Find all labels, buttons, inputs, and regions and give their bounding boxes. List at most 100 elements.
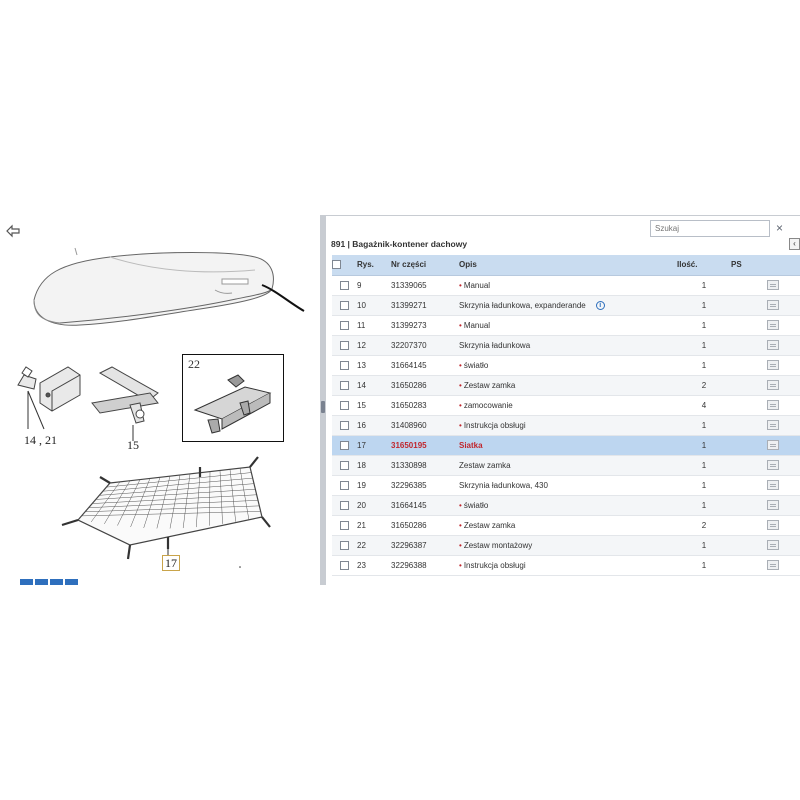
search-clear-icon[interactable]: × [775,221,783,235]
thumbnail-strip[interactable] [20,579,78,585]
ps-cell [731,515,761,536]
part-number-cell[interactable]: 31650286 [391,375,459,396]
splitter-handle[interactable] [321,401,325,413]
add-to-list-icon[interactable] [767,440,779,450]
row-select-cell [332,535,357,556]
part-number-cell[interactable]: 31399271 [391,295,459,316]
part-number-cell[interactable]: 32207370 [391,335,459,356]
mounting-clamp-drawing [91,366,159,424]
column-header-quantity[interactable]: Ilość. [677,255,731,276]
pane-splitter[interactable] [320,215,326,585]
part-number-cell[interactable]: 31650286 [391,515,459,536]
inset-detail-box: 22 [182,354,284,442]
part-number-cell[interactable]: 31664145 [391,495,459,516]
select-all-checkbox[interactable] [332,260,341,270]
ps-cell [731,555,761,576]
part-number-cell[interactable]: 31650283 [391,395,459,416]
add-to-list-icon[interactable] [767,520,779,530]
row-checkbox[interactable] [340,320,349,330]
part-number-cell[interactable]: 31664145 [391,355,459,376]
add-to-list-icon[interactable] [767,460,779,470]
add-to-list-icon[interactable] [767,420,779,430]
cable-drawing [261,284,305,312]
part-number-cell[interactable]: 31339065 [391,275,459,296]
row-checkbox[interactable] [340,300,349,310]
column-header-ps[interactable]: PS [731,255,761,276]
thumbnail[interactable] [50,579,63,585]
add-to-list-icon[interactable] [767,280,779,290]
row-checkbox[interactable] [340,280,349,290]
quantity-cell: 1 [677,455,731,476]
description-text: światło [463,500,489,510]
part-number-cell[interactable]: 32296388 [391,555,459,576]
add-to-list-icon[interactable] [767,400,779,410]
add-to-list-icon[interactable] [767,560,779,570]
search-input[interactable] [650,220,770,237]
row-checkbox[interactable] [340,480,349,490]
ps-cell [731,335,761,356]
callout-17[interactable]: 17 [162,555,180,571]
callout-14-21[interactable]: 14 , 21 [24,433,57,447]
column-header-part-number[interactable]: Nr części [391,255,459,276]
back-arrow-icon[interactable] [5,223,21,239]
row-checkbox[interactable] [340,360,349,370]
parts-list-pane: × 891 | Bagażnik-kontener dachowy ‹ Rys.… [326,215,800,585]
add-to-list-icon[interactable] [767,380,779,390]
part-number-cell[interactable]: 31650195 [391,435,459,456]
quantity-cell: 2 [677,375,731,396]
callout-22[interactable]: 22 [188,357,200,371]
row-checkbox[interactable] [340,500,349,510]
add-to-list-icon[interactable] [767,500,779,510]
action-cell [761,295,800,316]
action-cell [761,555,800,576]
thumbnail[interactable] [65,579,78,585]
action-cell [761,395,800,416]
action-cell [761,495,800,516]
row-checkbox[interactable] [340,340,349,350]
row-checkbox[interactable] [340,440,349,450]
add-to-list-icon[interactable] [767,480,779,490]
thumbnail[interactable] [20,579,33,585]
part-number-cell[interactable]: 31408960 [391,415,459,436]
description-text: zamocowanie [463,400,513,410]
part-number-cell[interactable]: 31399273 [391,315,459,336]
row-checkbox[interactable] [340,520,349,530]
part-number-cell[interactable]: 31330898 [391,455,459,476]
add-to-list-icon[interactable] [767,320,779,330]
row-checkbox[interactable] [340,380,349,390]
add-to-list-icon[interactable] [767,540,779,550]
add-to-list-icon[interactable] [767,300,779,310]
row-checkbox[interactable] [340,420,349,430]
info-icon[interactable]: i [595,300,605,310]
quantity-cell: 1 [677,475,731,496]
row-checkbox[interactable] [340,400,349,410]
row-checkbox[interactable] [340,560,349,570]
add-to-list-icon[interactable] [767,340,779,350]
thumbnail[interactable] [35,579,48,585]
bullet-icon: • [459,500,462,510]
row-checkbox[interactable] [340,460,349,470]
row-checkbox[interactable] [340,540,349,550]
collapse-panel-button[interactable]: ‹ [789,238,800,250]
part-number-cell[interactable]: 32296387 [391,535,459,556]
column-header-description[interactable]: Opis [459,255,677,276]
callout-15[interactable]: 15 [127,438,139,452]
column-header-rys[interactable]: Rys. [357,255,391,276]
add-to-list-icon[interactable] [767,360,779,370]
part-number-cell[interactable]: 32296385 [391,475,459,496]
